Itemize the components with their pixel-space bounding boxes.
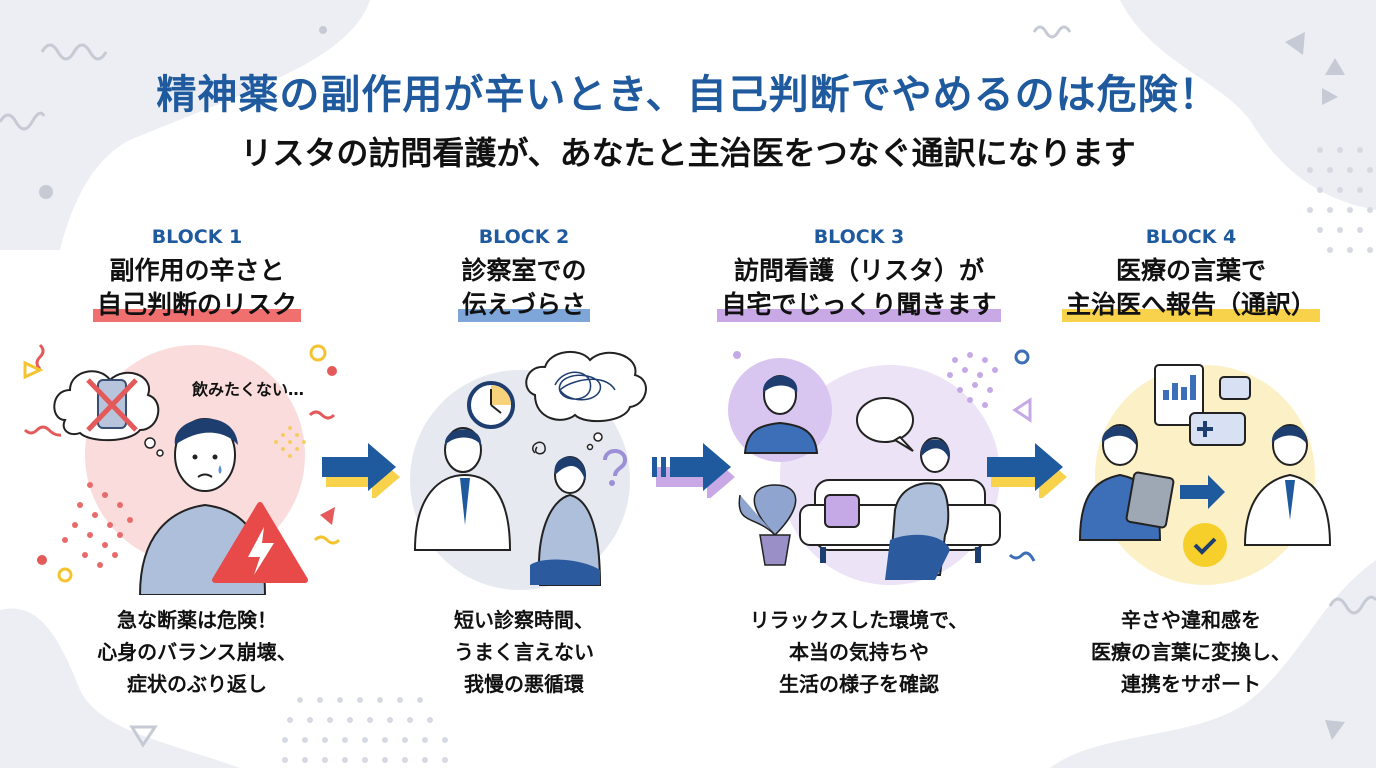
bg-blob-top-right bbox=[1120, 0, 1376, 210]
block-2-description: 短い診察時間、 うまく言えない 我慢の悪循環 bbox=[364, 604, 684, 700]
clock-icon bbox=[467, 381, 515, 429]
flow-arrow-2 bbox=[652, 443, 735, 498]
block-3-desc-line3: 生活の様子を確認 bbox=[779, 672, 939, 696]
speech-bubble-icon bbox=[856, 397, 914, 452]
block-1-header: BLOCK 1 副作用の辛さと 自己判断のリスク bbox=[37, 226, 357, 322]
flow-arrow-3 bbox=[987, 443, 1067, 498]
sub-title: リスタの訪問看護が、あなたと主治医をつなぐ通訳になります bbox=[240, 134, 1136, 172]
block-2-desc-line2: うまく言えない bbox=[454, 640, 594, 664]
block-4-heading-line2: 主治医へ報告（通訳） bbox=[1061, 288, 1320, 322]
block-3-illustration bbox=[728, 349, 1036, 585]
block-3-header: BLOCK 3 訪問看護（リスタ）が 自宅でじっくり聞きます bbox=[699, 226, 1019, 322]
question-icon bbox=[603, 449, 628, 486]
block-1-heading-line1: 副作用の辛さと bbox=[109, 256, 285, 285]
patient-icon bbox=[885, 437, 950, 580]
nurse-tablet-icon bbox=[1078, 424, 1175, 541]
block-3-heading-line1: 訪問看護（リスタ）が bbox=[733, 256, 984, 285]
diamond-dots bbox=[274, 426, 306, 458]
block-1-description: 急な断薬は危険！ 心身のバランス崩壊、 症状のぶり返し bbox=[37, 604, 357, 700]
block-2-desc-line1: 短い診察時間、 bbox=[454, 608, 594, 632]
block-3-desc-line2: 本当の気持ちや bbox=[789, 640, 929, 664]
block-3-label: BLOCK 3 bbox=[813, 226, 905, 248]
block-1-desc-line2: 心身のバランス崩壊、 bbox=[97, 640, 297, 664]
nurse-icon bbox=[728, 358, 832, 462]
doctor-icon bbox=[413, 427, 512, 551]
block-1-heading-line2: 自己判断のリスク bbox=[92, 288, 301, 322]
bg-blob-bottom-right bbox=[1050, 560, 1376, 768]
block-4-header: BLOCK 4 医療の言葉で 主治医へ報告（通訳） bbox=[1031, 226, 1351, 322]
bg-blob-top-left bbox=[0, 0, 370, 250]
block-1-label: BLOCK 1 bbox=[151, 226, 243, 248]
flow-arrow-1 bbox=[322, 443, 400, 498]
forward-arrow-icon bbox=[1180, 475, 1225, 509]
medical-message-icon bbox=[1189, 376, 1251, 446]
block-2-desc-line3: 我慢の悪循環 bbox=[464, 672, 584, 696]
block-3-heading-line2: 自宅でじっくり聞きます bbox=[717, 288, 1001, 322]
main-title: 精神薬の副作用が辛いとき、自己判断でやめるのは危険！ bbox=[156, 72, 1220, 118]
block-2-header: BLOCK 2 診察室での 伝えづらさ bbox=[364, 226, 684, 322]
block-2-heading-line1: 診察室での bbox=[461, 256, 587, 285]
medicine-crossed-icon bbox=[53, 370, 164, 457]
block-4-illustration bbox=[1078, 364, 1332, 585]
block-1-desc-line3: 症状のぶり返し bbox=[127, 672, 267, 696]
dot-pattern-bottom bbox=[282, 697, 448, 763]
block-4-label: BLOCK 4 bbox=[1145, 226, 1237, 248]
check-icon bbox=[1183, 523, 1227, 567]
block-1-speech-text: 飲みたくない… bbox=[192, 380, 305, 399]
report-chart-icon bbox=[1154, 364, 1204, 426]
block-4-desc-line3: 連携をサポート bbox=[1121, 672, 1261, 696]
block-3-description: リラックスした環境で、 本当の気持ちや 生活の様子を確認 bbox=[699, 604, 1019, 700]
bg-blob-bottom-left bbox=[0, 608, 240, 768]
block-1-desc-line1: 急な断薬は危険！ bbox=[117, 608, 277, 632]
block-3-desc-line1: リラックスした環境で、 bbox=[749, 608, 969, 632]
block-2-heading-line2: 伝えづらさ bbox=[457, 288, 591, 322]
dot-pattern bbox=[62, 482, 133, 568]
block-2-illustration bbox=[410, 350, 647, 590]
patient-icon bbox=[530, 456, 602, 586]
block-2-label: BLOCK 2 bbox=[478, 226, 570, 248]
dot-pattern bbox=[947, 352, 998, 408]
doctor-icon bbox=[1243, 424, 1332, 546]
tangled-thought-icon bbox=[525, 350, 647, 451]
block-1-illustration bbox=[23, 343, 340, 595]
dot-pattern-right bbox=[1307, 147, 1373, 253]
block-4-description: 辛さや違和感を 医療の言葉に変換し、 連携をサポート bbox=[1031, 604, 1351, 700]
block-4-desc-line1: 辛さや違和感を bbox=[1121, 608, 1261, 632]
plant-icon bbox=[738, 484, 797, 566]
warning-lightning-icon bbox=[212, 502, 308, 583]
block-4-desc-line2: 医療の言葉に変換し、 bbox=[1091, 640, 1291, 664]
block-4-heading-line1: 医療の言葉で bbox=[1115, 256, 1266, 285]
